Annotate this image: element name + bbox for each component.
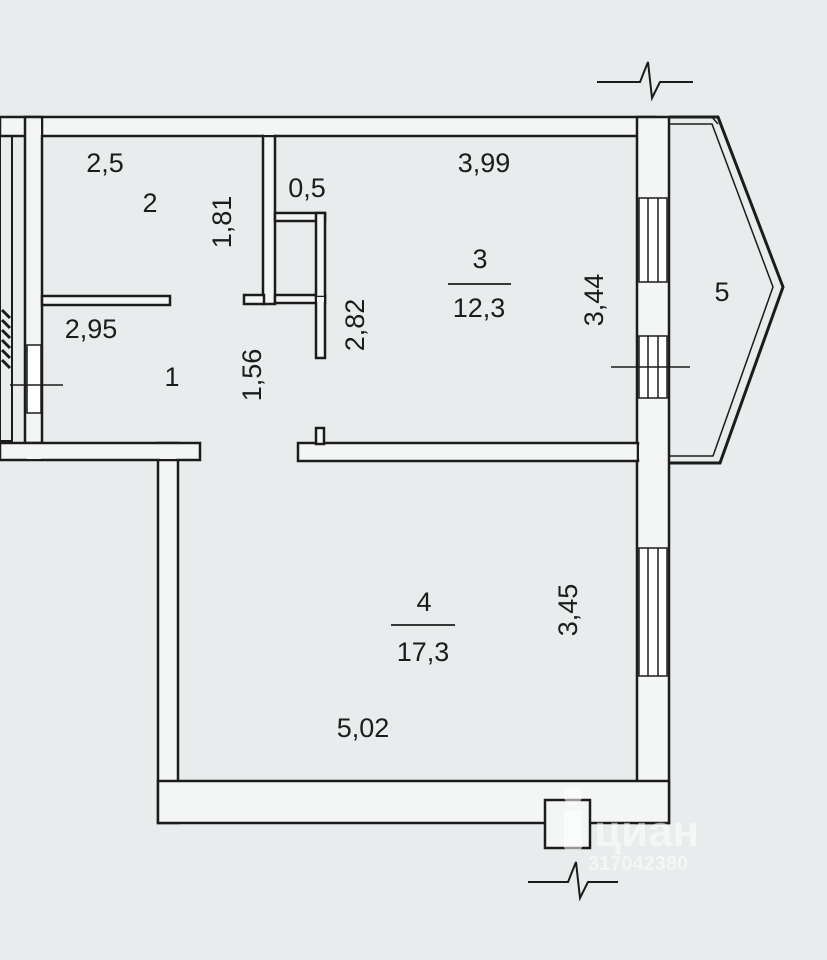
dimension-room1-width: 2,95 [65, 314, 118, 344]
balcony [669, 115, 785, 465]
watermark: циан 317042380 [564, 787, 699, 875]
wall-room2-right [261, 134, 277, 306]
watermark-listing-id: 317042380 [588, 853, 688, 875]
dimension-room3-width: 3,99 [458, 148, 511, 178]
wall-room2-bottom [40, 294, 172, 307]
room-4-number: 4 [416, 587, 431, 617]
break-marks [10, 61, 693, 902]
join [160, 783, 176, 821]
window-room3-upper [638, 197, 668, 283]
balcony-inner [669, 123, 774, 457]
cian-logo-icon [564, 787, 582, 850]
dimension-room4-height: 3,45 [553, 584, 583, 637]
join [160, 445, 176, 459]
dimension-room3-height: 3,44 [579, 274, 609, 327]
balcony-outline [669, 115, 785, 465]
dimension-corridor-width: 1,56 [237, 349, 267, 402]
join [27, 445, 41, 459]
room-3-number: 3 [472, 244, 487, 274]
dimension-room2-width: 2,5 [86, 148, 124, 178]
walls [0, 115, 671, 850]
room-5-number: 5 [714, 277, 729, 307]
wall-top [0, 115, 657, 138]
join [264, 119, 274, 135]
room-2-number: 2 [142, 188, 157, 218]
room-labels: 1 2 3 12,3 4 17,3 5 [142, 188, 729, 667]
room-3-area: 12,3 [453, 293, 506, 323]
window-left [26, 344, 42, 414]
join [639, 445, 667, 459]
room-4-area: 17,3 [397, 637, 450, 667]
logo-dot [564, 787, 582, 805]
wall-joins [27, 119, 667, 822]
wall-stub [242, 293, 266, 306]
join [639, 783, 667, 821]
dimension-niche-height: 2,82 [340, 299, 370, 352]
niche-right-wall [314, 294, 327, 360]
balcony-cap-top [711, 116, 719, 125]
join [639, 119, 653, 135]
watermark-brand: циан [594, 807, 699, 856]
wall-bottom [156, 779, 671, 825]
left-edge-hatch [0, 308, 12, 370]
logo-bar [564, 810, 582, 850]
wall-entry-bottom [0, 441, 202, 462]
wall-small-stub [314, 426, 326, 446]
join [27, 119, 41, 135]
dimension-labels: 2,5 1,81 0,5 3,99 2,82 3,44 2,95 1,56 3,… [65, 148, 609, 743]
join [317, 297, 324, 302]
room-1-number: 1 [164, 362, 179, 392]
dimension-room2-height: 1,81 [207, 196, 237, 249]
wall-room4-left [156, 441, 180, 825]
window-room4 [638, 547, 668, 677]
break-mark-top [597, 61, 693, 102]
left-edge [0, 135, 13, 442]
left-edge-wall [0, 135, 13, 442]
wall-mid-horizontal [296, 441, 640, 463]
niche-side-wall [314, 211, 327, 299]
break-mark-bottom [528, 861, 618, 902]
dimension-room4-width: 5,02 [337, 713, 390, 743]
dimension-niche-width: 0,5 [288, 173, 326, 203]
